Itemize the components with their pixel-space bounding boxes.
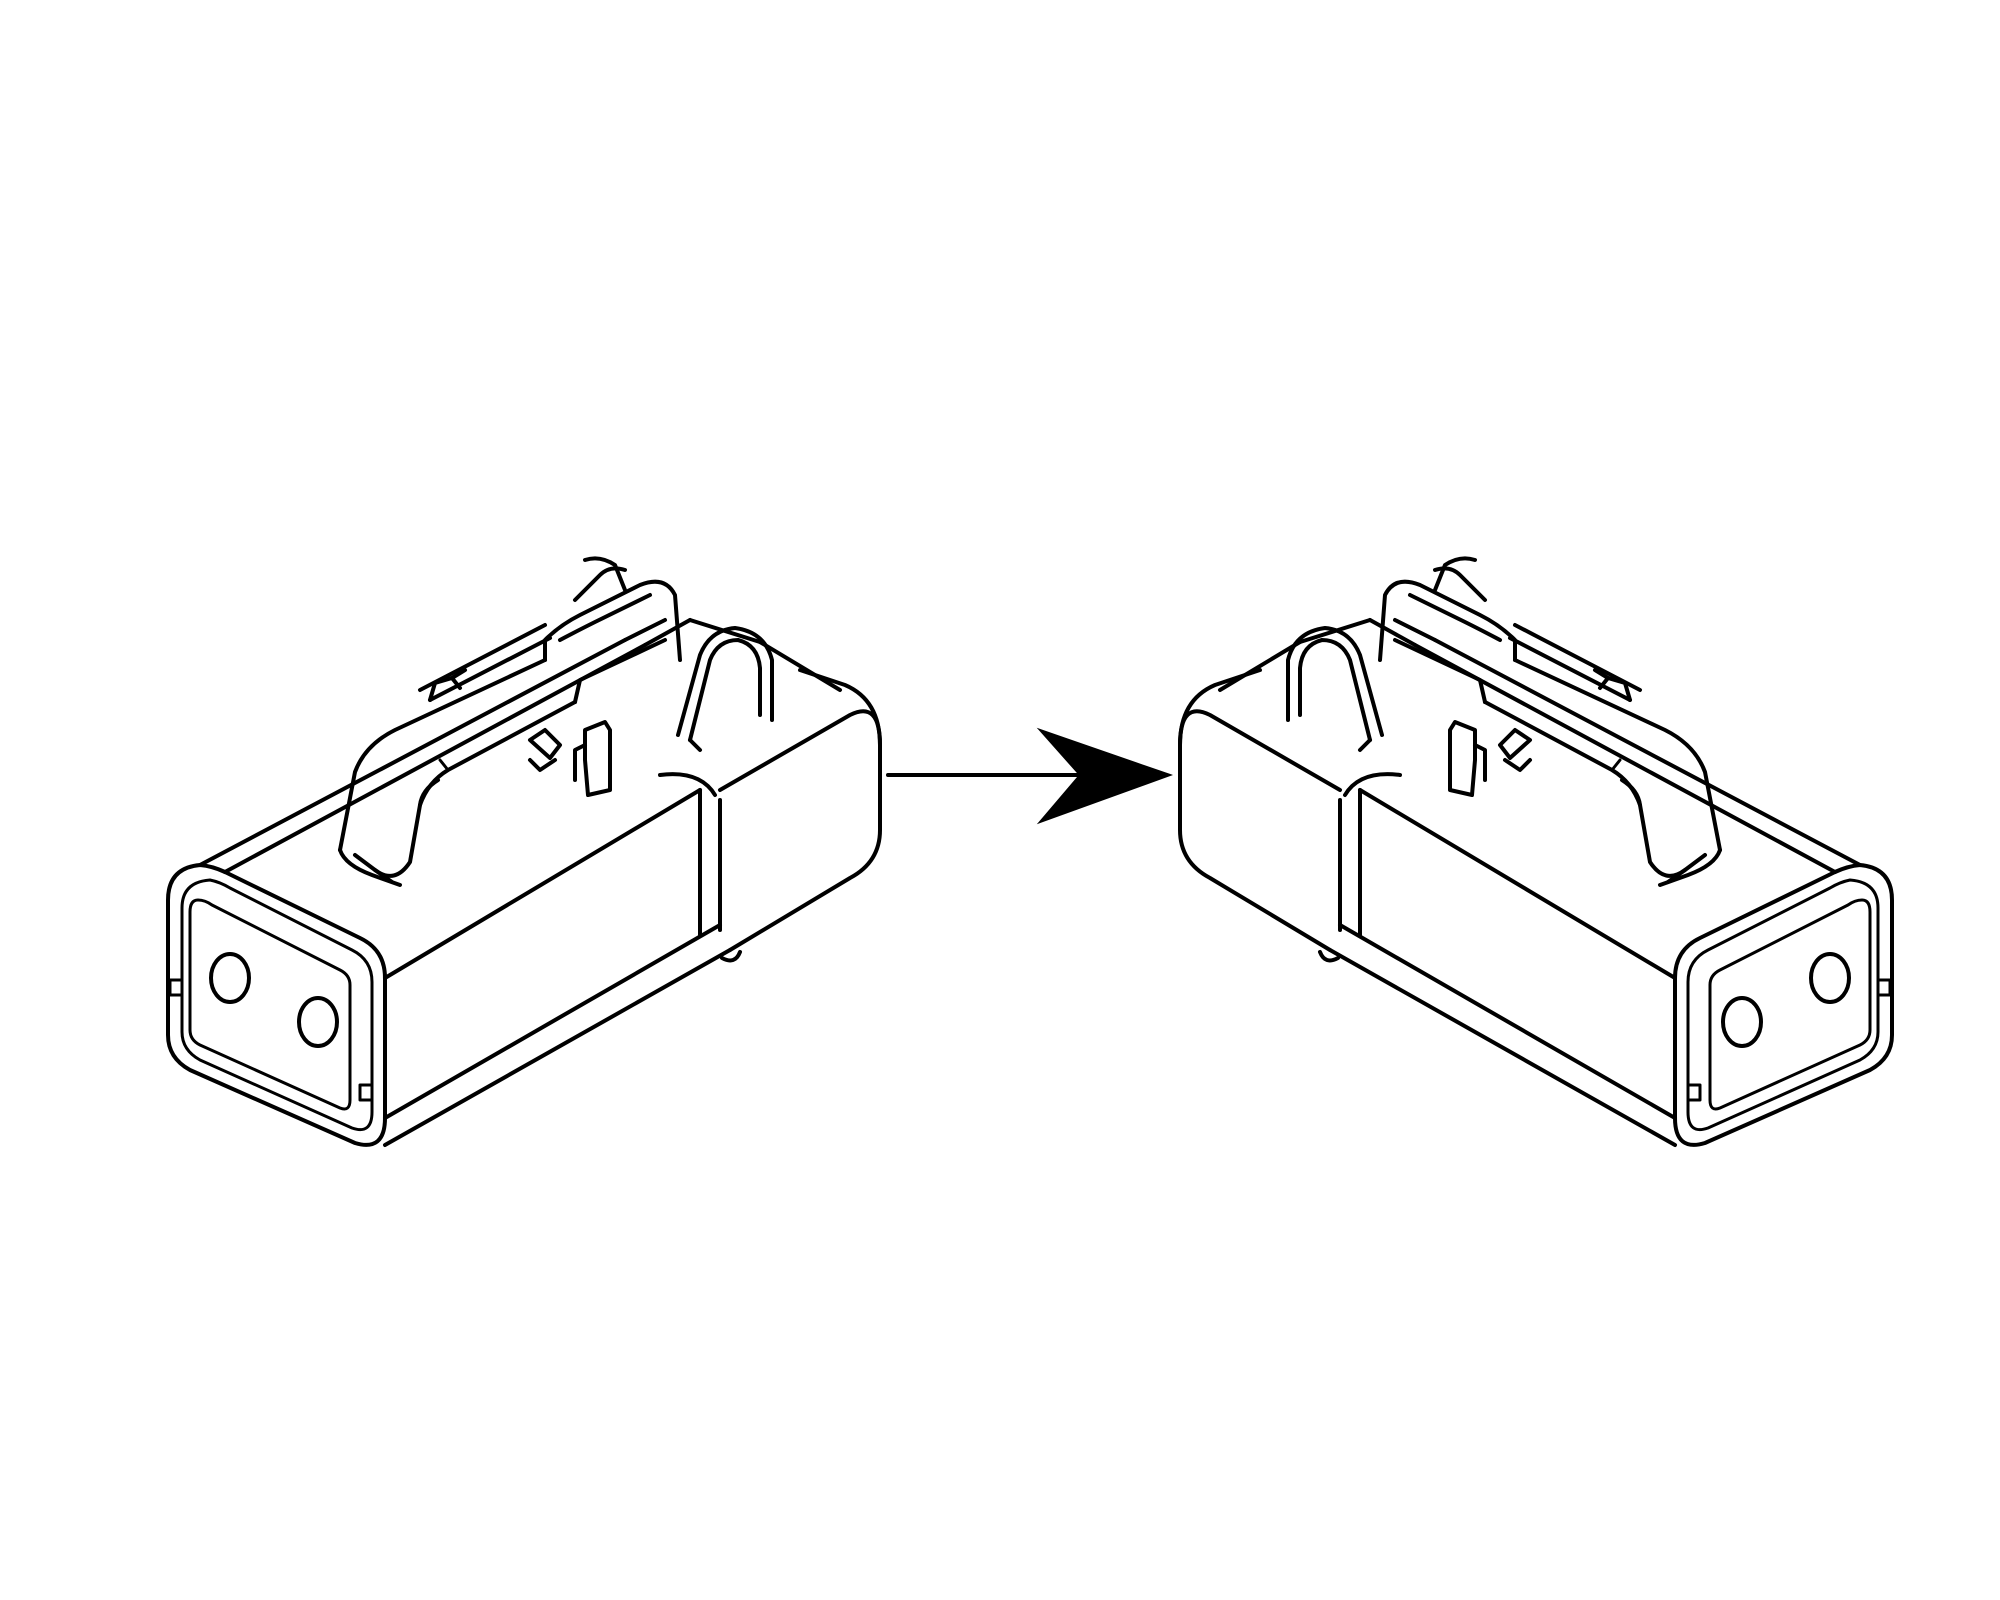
connector-housing-mirrored xyxy=(1178,556,1894,1147)
connector-housing-original xyxy=(166,556,882,1147)
direction-arrow xyxy=(886,727,1173,825)
